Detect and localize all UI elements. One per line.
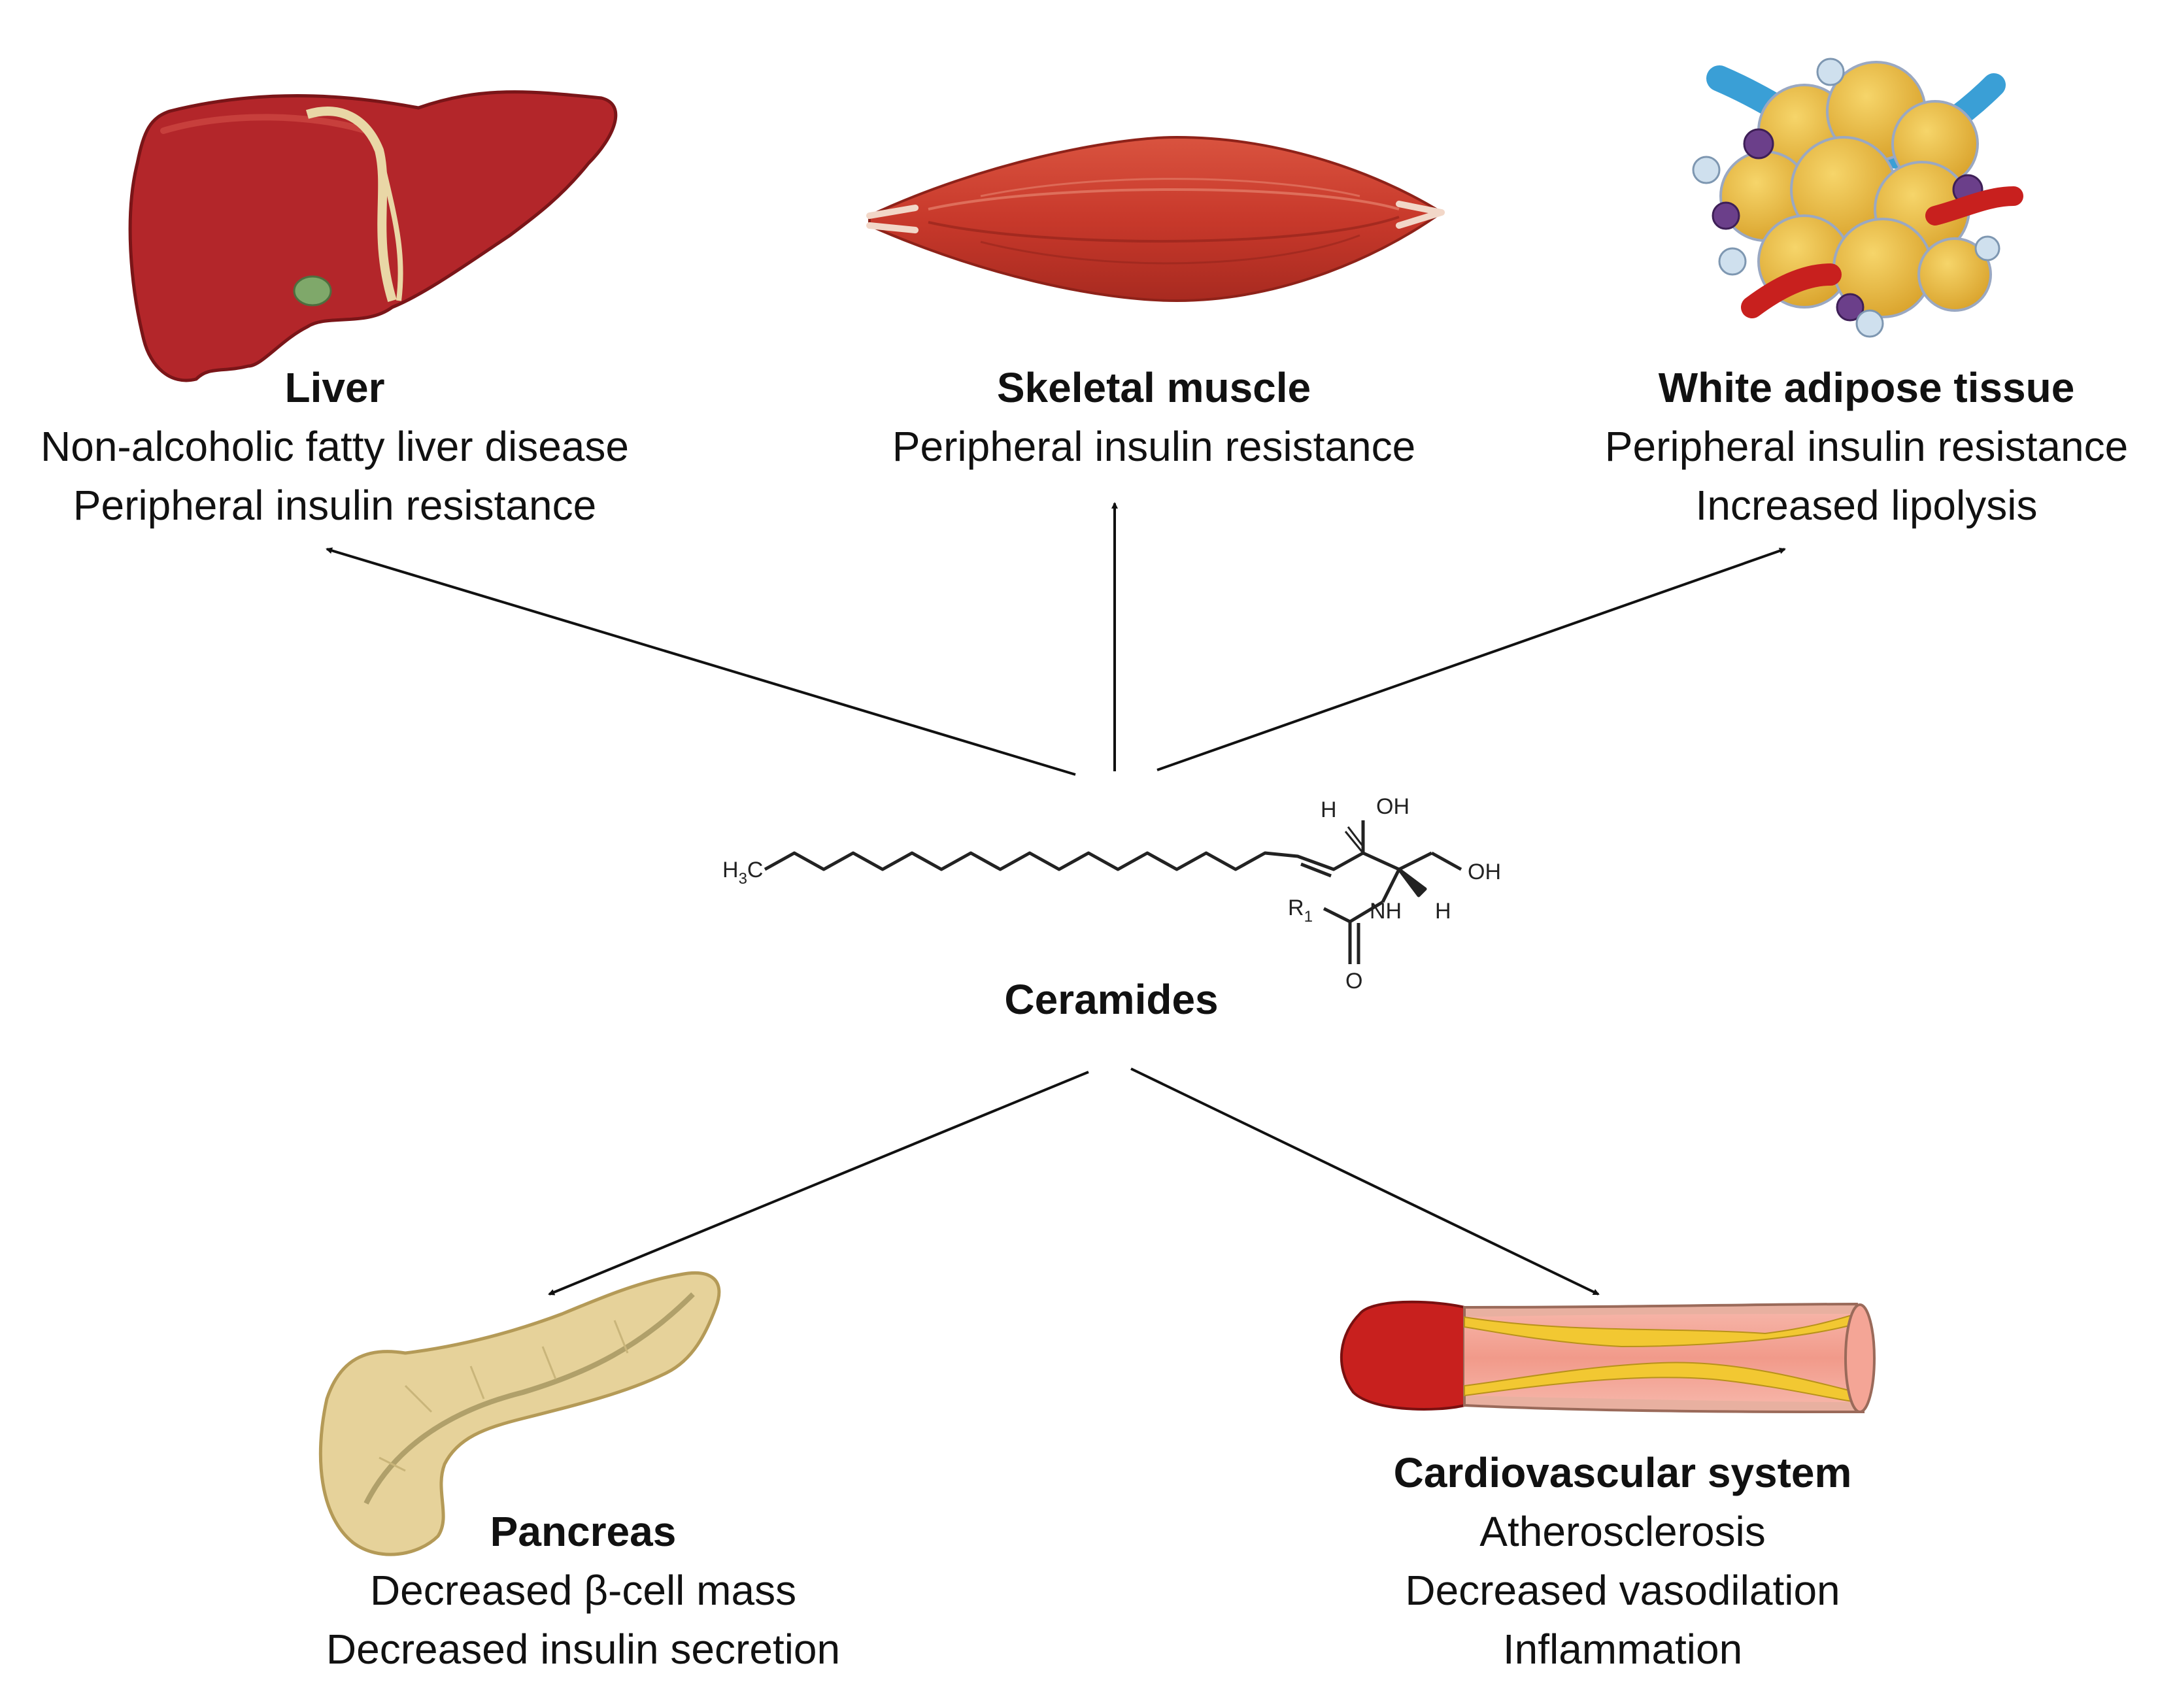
muscle-label: Skeletal muscle Peripheral insulin resis… <box>892 358 1415 476</box>
muscle-title: Skeletal muscle <box>996 364 1311 411</box>
cardio-title: Cardiovascular system <box>1393 1449 1852 1496</box>
pancreas-effect: Decreased β-cell mass <box>369 1567 797 1614</box>
h3c-label: H3C <box>722 858 763 888</box>
liver-effect: Peripheral insulin resistance <box>73 482 597 529</box>
blood-vessel-illustration <box>1340 1300 1876 1414</box>
ceramides-title: Ceramides <box>1004 976 1219 1023</box>
liver-label: Liver Non-alcoholic fatty liver disease … <box>41 358 629 535</box>
arrow-to-cardio <box>1130 1067 1600 1296</box>
arrow-to-adipose <box>1156 547 1786 771</box>
skeletal-muscle-illustration <box>866 135 1445 303</box>
adipose-effect: Peripheral insulin resistance <box>1604 423 2129 470</box>
cardio-effect: Decreased vasodilation <box>1405 1567 1840 1614</box>
oh-right-label: OH <box>1468 860 1501 884</box>
liver-illustration <box>128 90 618 382</box>
r1-label: R1 <box>1288 896 1313 926</box>
pancreas-effect: Decreased insulin secretion <box>326 1626 841 1673</box>
h-bottom-label: H <box>1435 899 1451 924</box>
pancreas-title: Pancreas <box>490 1508 677 1555</box>
h-top-label: H <box>1321 797 1337 822</box>
adipose-label: White adipose tissue Peripheral insulin … <box>1605 358 2128 535</box>
arrow-to-liver <box>326 547 1076 776</box>
oh-top-label: OH <box>1376 794 1409 819</box>
pancreas-label: Pancreas Decreased β-cell mass Decreased… <box>326 1502 840 1679</box>
muscle-effect: Peripheral insulin resistance <box>892 423 1416 470</box>
adipose-title: White adipose tissue <box>1658 364 2075 411</box>
adipose-effect: Increased lipolysis <box>1695 482 2038 529</box>
ceramide-structure <box>764 820 1462 964</box>
arrows <box>326 502 1786 1296</box>
cardio-effect: Inflammation <box>1502 1626 1743 1673</box>
ceramide-structure-labels: H3C H OH OH NH H R1 O <box>722 794 1501 994</box>
arrow-to-pancreas <box>548 1071 1089 1296</box>
nh-label: NH <box>1370 899 1402 924</box>
pancreas-illustration <box>318 1271 721 1556</box>
white-adipose-tissue-illustration <box>1692 58 2023 338</box>
liver-effect: Non-alcoholic fatty liver disease <box>41 423 629 470</box>
cardio-effect: Atherosclerosis <box>1479 1508 1766 1555</box>
o-label: O <box>1345 969 1362 994</box>
cardio-label: Cardiovascular system Atherosclerosis De… <box>1394 1443 1852 1679</box>
liver-title: Liver <box>284 364 385 411</box>
